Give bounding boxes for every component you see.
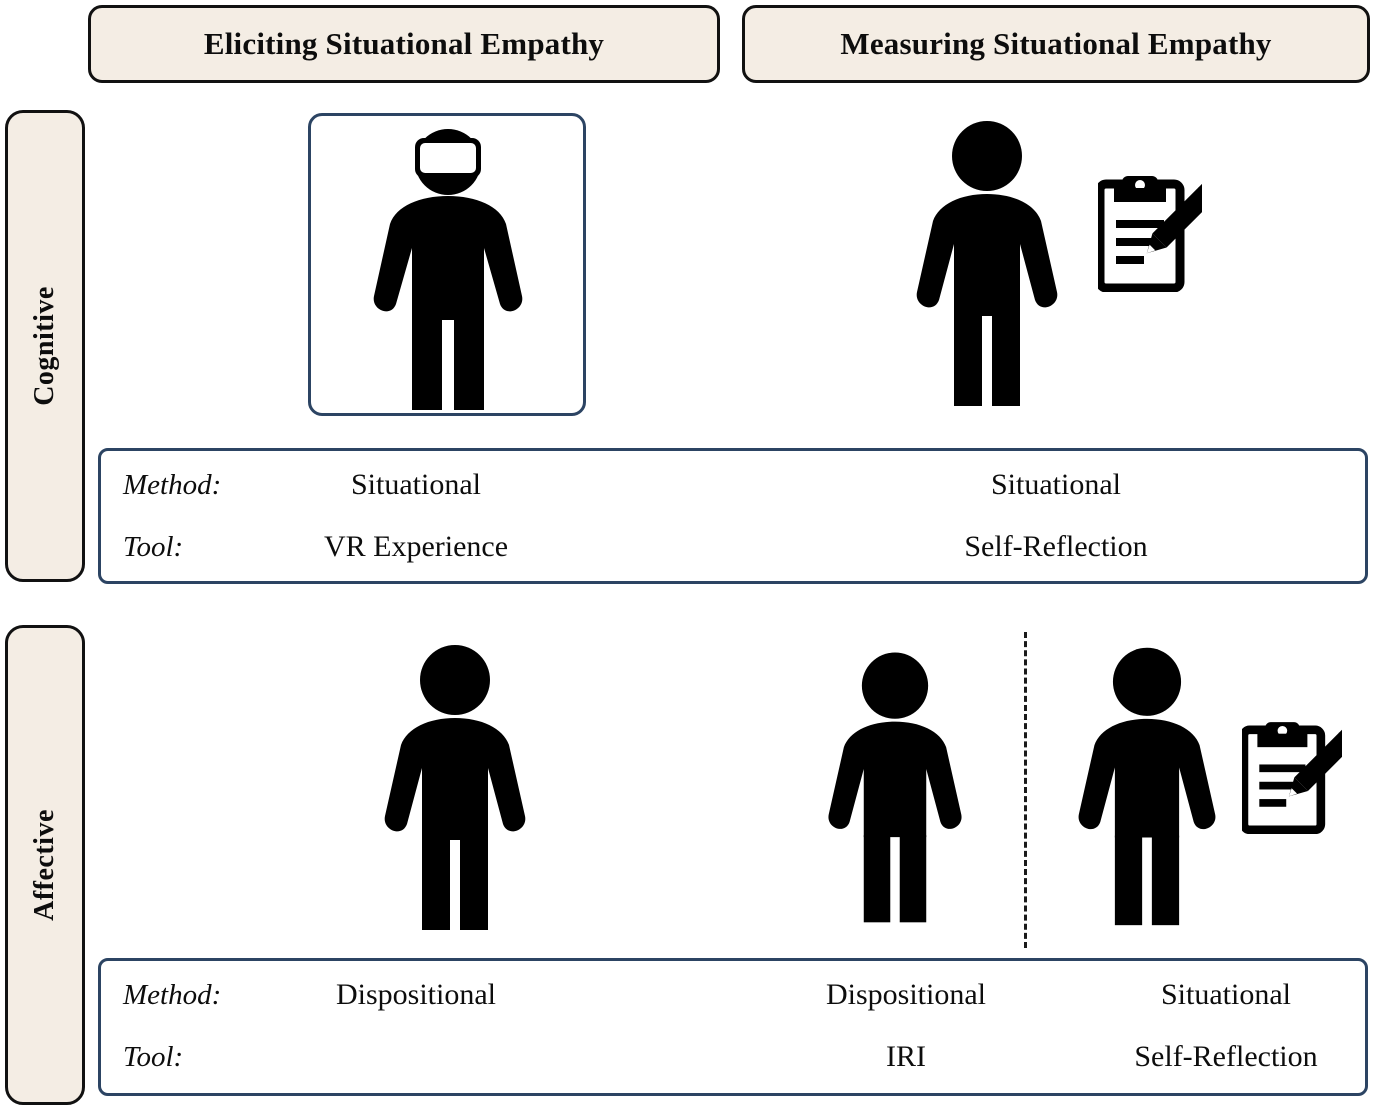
person-icon xyxy=(912,118,1062,406)
column-header-eliciting: Eliciting Situational Empathy xyxy=(88,5,720,83)
person-with-vr-headset-icon xyxy=(368,120,528,410)
cognitive-tool-row: Tool: VR Experience Self-Reflection xyxy=(101,519,1365,575)
column-header-measuring: Measuring Situational Empathy xyxy=(742,5,1370,83)
cognitive-measuring-method-value: Situational xyxy=(991,468,1121,501)
cognitive-detail-box: Method: Situational Situational Tool: VR… xyxy=(98,448,1368,584)
cognitive-eliciting-tool-value: VR Experience xyxy=(323,530,509,563)
person-icon xyxy=(1074,644,1220,926)
clipboard-pencil-icon xyxy=(1242,718,1342,834)
row-label-affective: Affective xyxy=(5,625,85,1105)
affective-measuring-right-tool-value: Self-Reflection xyxy=(1134,1040,1318,1073)
affective-detail-box: Method: Dispositional Dispositional Situ… xyxy=(98,958,1368,1096)
column-header-measuring-label: Measuring Situational Empathy xyxy=(840,26,1272,61)
row-label-cognitive: Cognitive xyxy=(5,110,85,582)
affective-measuring-left-method-value: Dispositional xyxy=(825,978,986,1011)
affective-measuring-left-tool-value: IRI xyxy=(886,1040,926,1073)
clipboard-pencil-icon xyxy=(1098,172,1202,292)
affective-eliciting-method-value: Dispositional xyxy=(335,978,496,1011)
cognitive-method-key: Method: xyxy=(123,469,222,501)
cognitive-method-row: Method: Situational Situational xyxy=(101,457,1365,513)
row-label-affective-text: Affective xyxy=(29,809,61,921)
person-icon xyxy=(380,642,530,930)
affective-measuring-right-method-value: Situational xyxy=(1161,978,1291,1011)
cognitive-tool-key: Tool: xyxy=(123,531,184,563)
cognitive-eliciting-method-value: Situational xyxy=(351,468,481,501)
dashed-vertical-divider xyxy=(1024,632,1027,948)
affective-method-key: Method: xyxy=(123,979,222,1011)
column-header-eliciting-label: Eliciting Situational Empathy xyxy=(203,26,605,61)
cognitive-measuring-tool-value: Self-Reflection xyxy=(964,530,1148,563)
affective-tool-key: Tool: xyxy=(123,1041,184,1073)
row-label-cognitive-text: Cognitive xyxy=(29,286,61,406)
person-icon xyxy=(824,648,966,924)
affective-eliciting-tool-value xyxy=(251,1029,581,1085)
affective-method-row: Method: Dispositional Dispositional Situ… xyxy=(101,967,1365,1023)
affective-tool-row: Tool: IRI Self-Reflection xyxy=(101,1029,1365,1085)
